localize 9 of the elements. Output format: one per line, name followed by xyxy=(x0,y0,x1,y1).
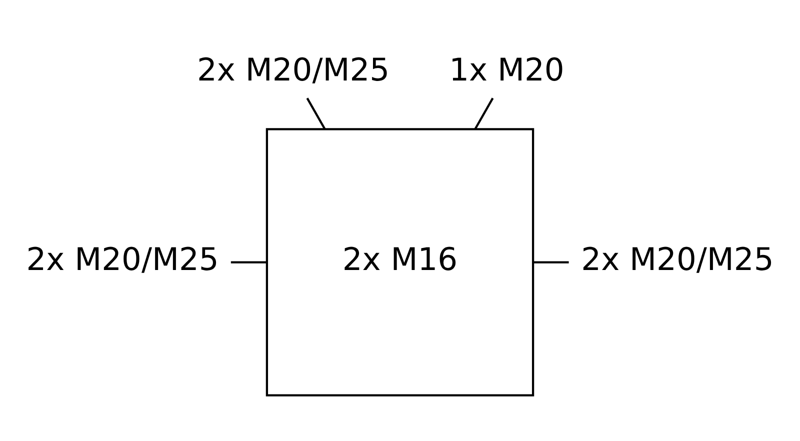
connector xyxy=(306,97,326,129)
node-box: 2x M16 xyxy=(266,128,534,396)
connector xyxy=(474,97,494,129)
node-text: 2x M20/M25 xyxy=(196,52,390,88)
node-text: 1x M20 xyxy=(449,52,564,88)
node-text: 2x M20/M25 xyxy=(26,242,219,278)
connector xyxy=(533,260,569,263)
connector xyxy=(230,260,267,263)
node-text: 2x M20/M25 xyxy=(581,242,774,278)
